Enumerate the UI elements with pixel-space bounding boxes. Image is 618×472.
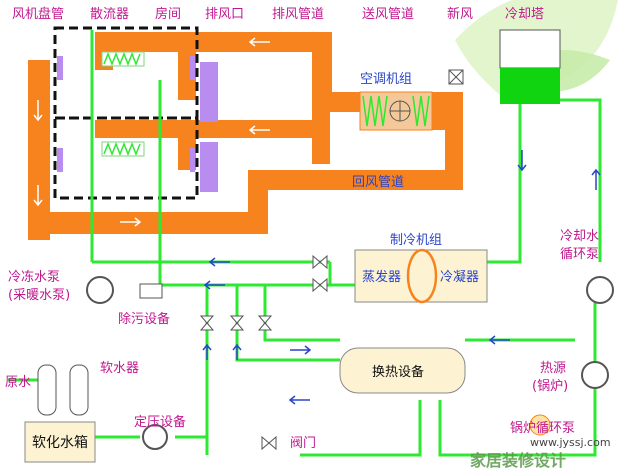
cooling-water-pump: [586, 276, 614, 304]
label-chiller: 制冷机组: [390, 233, 442, 248]
pressurizer: [142, 424, 168, 450]
heat-exchanger: [339, 347, 466, 394]
label-supply-duct: 送风管道: [362, 7, 414, 22]
label-exhaust-duct: 排风管道: [272, 7, 324, 22]
label-soft-tank: 软化水箱: [32, 435, 88, 451]
chiller: [354, 248, 488, 304]
label-heat-source-2: (锅炉): [532, 378, 568, 394]
valves: [199, 254, 328, 451]
watermark: www.jyssj.com 家居装修设计: [470, 436, 611, 470]
label-cooling-pump-2: 循环泵: [560, 247, 599, 262]
fresh-air-damper: [448, 69, 464, 85]
label-heat-exchanger: 换热设备: [372, 364, 424, 380]
softener: [37, 364, 89, 416]
label-pressurizer: 定压设备: [134, 414, 186, 430]
bottom-duct: [28, 212, 268, 234]
label-softener: 软水器: [100, 361, 139, 376]
soft-water-tank: [24, 421, 96, 463]
watermark-brand: 家居装修设计: [470, 451, 566, 470]
valve-legend-icon: [261, 435, 277, 451]
label-decontam: 除污设备: [118, 311, 170, 327]
diffusers: [101, 51, 145, 157]
label-diffuser: 散流器: [90, 7, 129, 22]
label-fresh-air: 新风: [447, 6, 473, 22]
label-valve-legend: 阀门: [290, 436, 316, 451]
fan-coil-upper: [57, 56, 63, 80]
cooling-tower: [499, 29, 561, 104]
decontam-device: [139, 283, 163, 299]
return-duct: [248, 170, 463, 190]
label-cooling-pump-1: 冷却水: [560, 229, 599, 244]
watermark-url: www.jyssj.com: [530, 436, 611, 449]
fan-coil-lower: [57, 148, 63, 172]
label-fan-coil: 风机盘管: [12, 6, 64, 22]
exhaust-outlet: [200, 62, 218, 192]
ahu-coil: [362, 95, 388, 127]
label-return-duct: 回风管道: [352, 175, 404, 190]
label-evaporator: 蒸发器: [362, 269, 401, 285]
ahu: [359, 91, 433, 131]
room-lower: [53, 116, 199, 200]
label-chilled-pump-1: 冷冻水泵: [8, 269, 60, 285]
label-raw-water: 原水: [5, 375, 31, 390]
label-boiler-pump: 锅炉循环泵: [510, 420, 575, 436]
boiler-pump-icon: [529, 414, 551, 436]
label-ahu: 空调机组: [360, 72, 412, 87]
exhaust-duct-mid: [95, 120, 330, 138]
label-chilled-pump-2: (采暖水泵): [8, 288, 70, 303]
chilled-water-pump: [86, 276, 114, 304]
left-riser-duct: [28, 60, 50, 240]
ductwork: [28, 32, 463, 240]
label-exhaust-outlet: 排风口: [205, 7, 244, 22]
pumps: [86, 276, 614, 389]
label-cooling-tower: 冷却塔: [505, 7, 544, 22]
label-room: 房间: [155, 6, 181, 22]
label-heat-source-1: 热源: [540, 361, 566, 376]
labels: 风机盘管 散流器 房间 排风口 排风管道 送风管道 新风 冷却塔 空调机组 回风…: [5, 6, 599, 451]
supply-duct-top: [95, 32, 332, 52]
rooms: [53, 26, 199, 200]
label-condenser: 冷凝器: [440, 269, 479, 285]
heat-source-boiler: [581, 361, 609, 389]
flow-arrows: [33, 37, 601, 405]
